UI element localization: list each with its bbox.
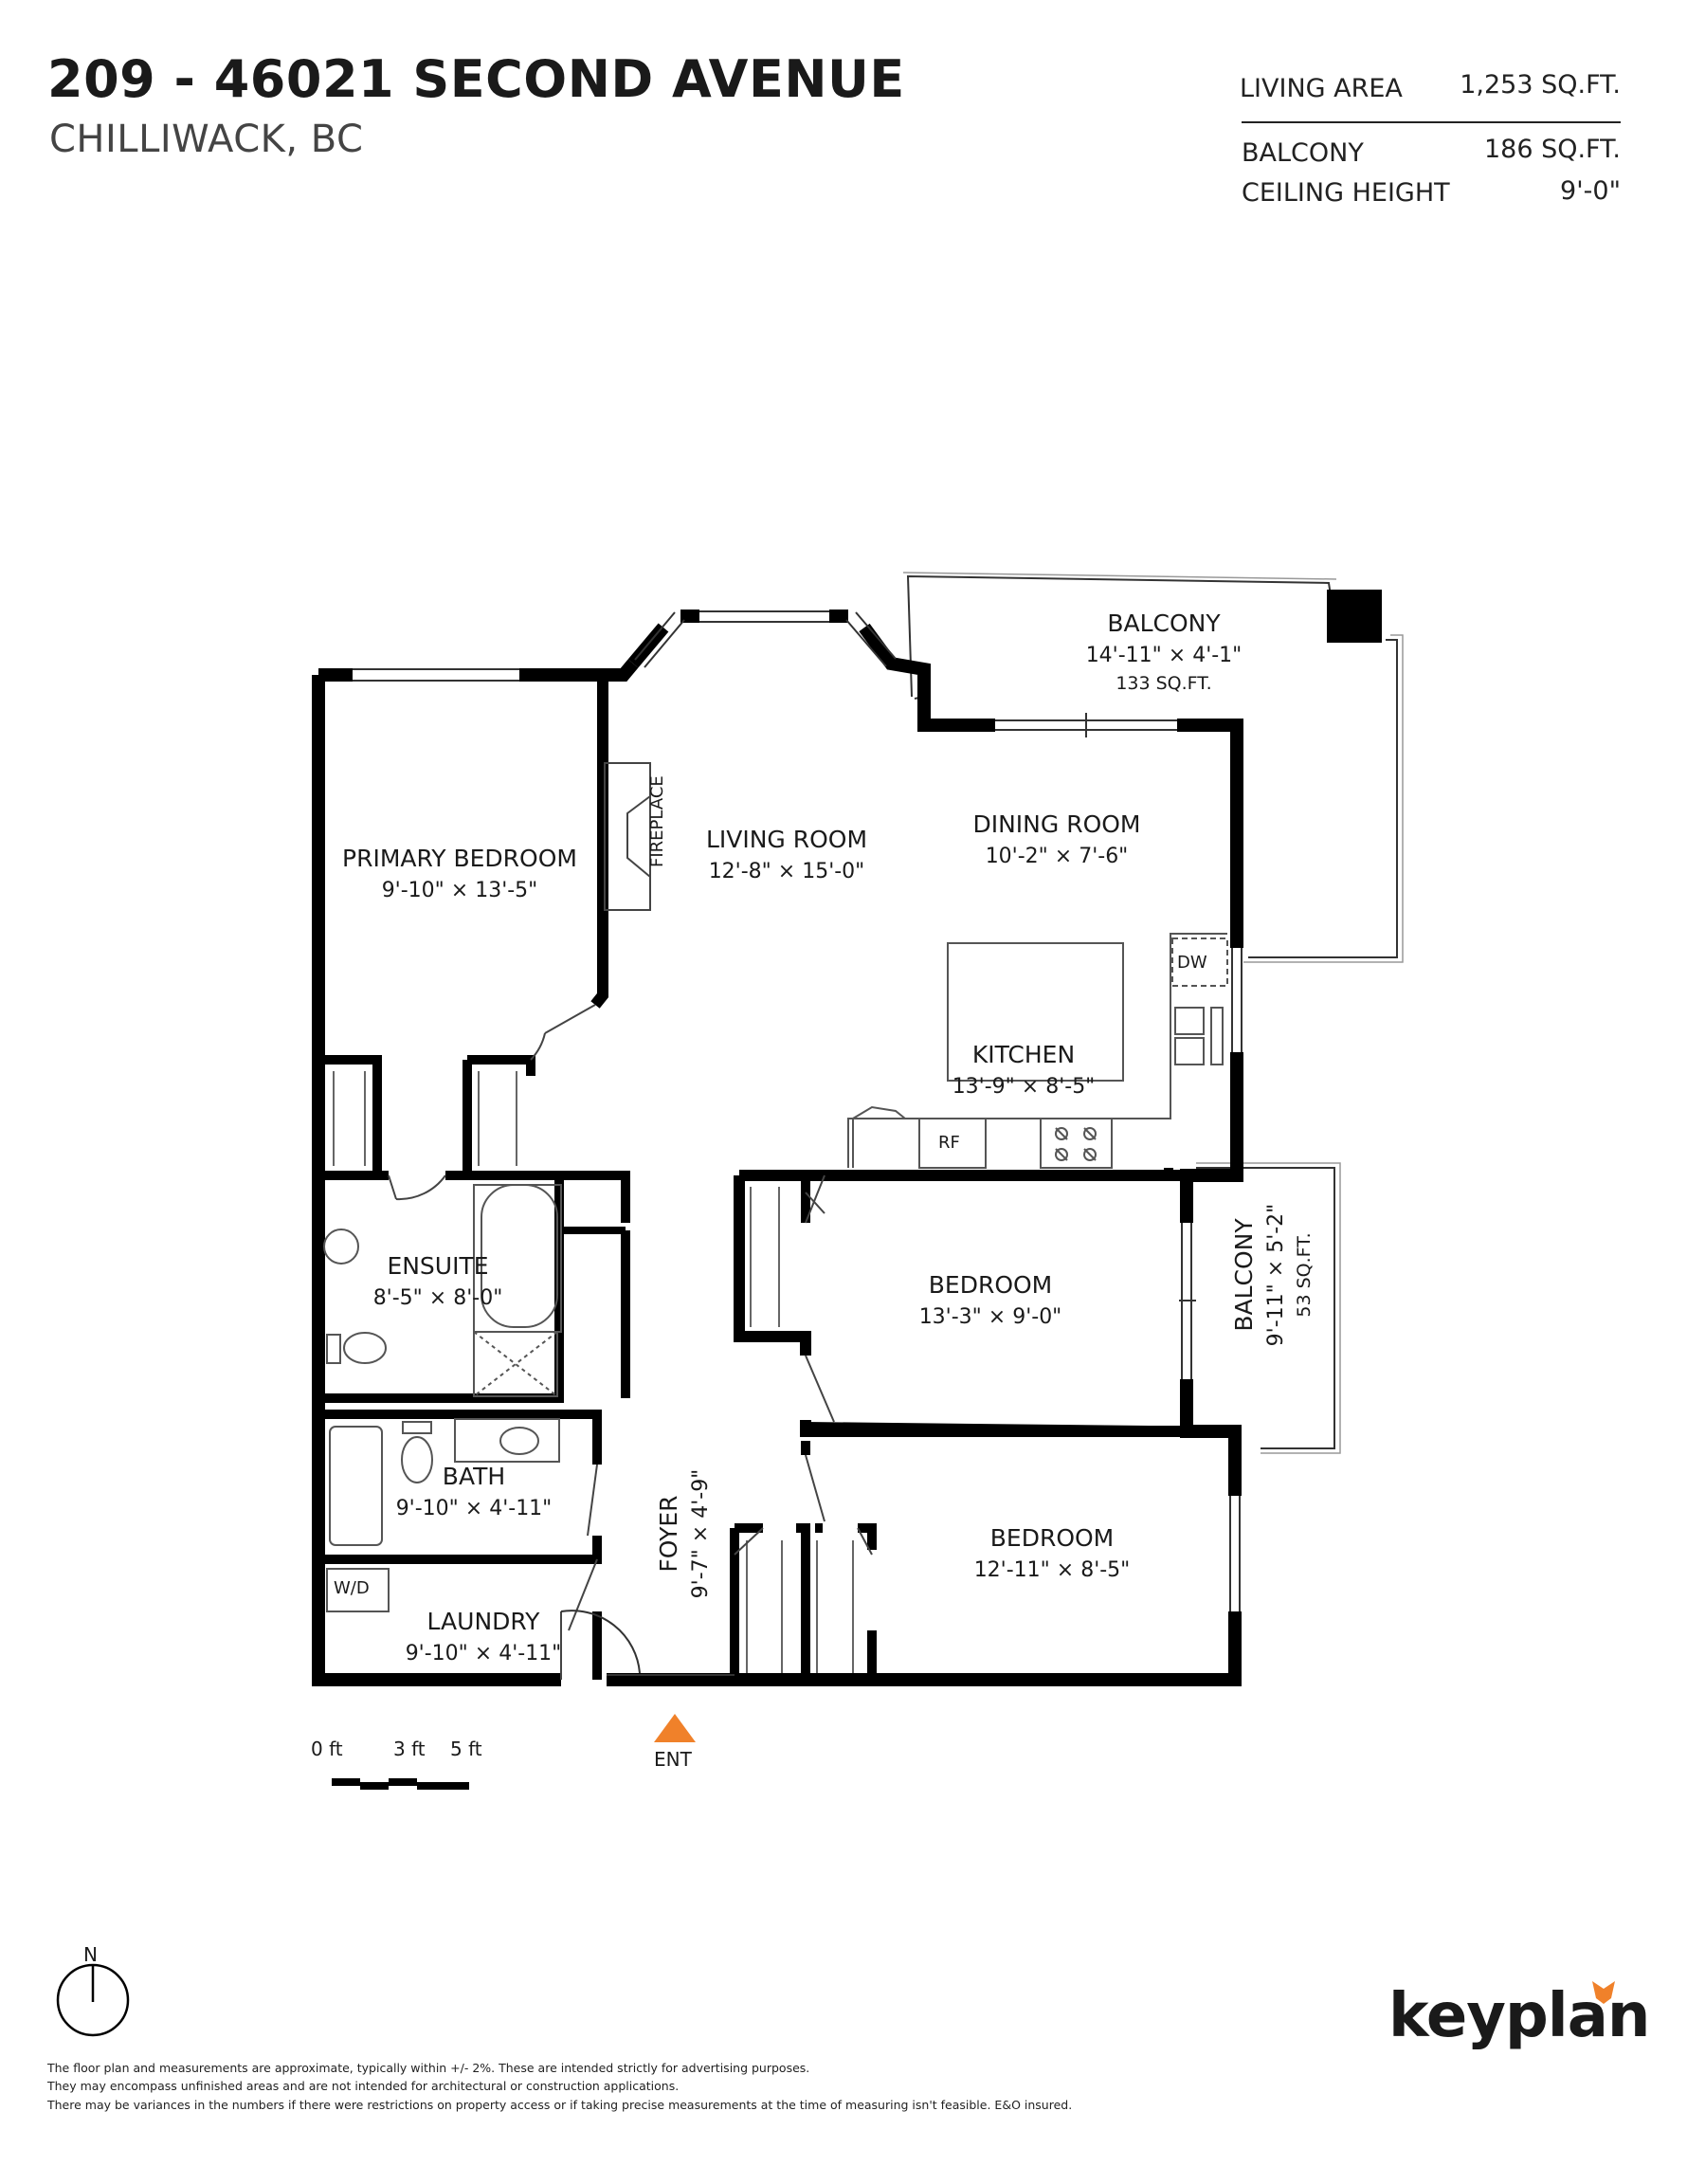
kitchen-fixtures (847, 933, 1228, 1169)
room-dining-room: DINING ROOM 10'-2" × 7'-6" (972, 810, 1141, 869)
scale-label-3: 3 ft (393, 1738, 426, 1760)
bath-fixtures (323, 1184, 562, 1612)
stat-value-living-area: 1,253 SQ.FT. (1460, 70, 1621, 100)
stats-divider (1242, 121, 1621, 123)
page-subtitle: CHILLIWACK, BC (49, 118, 364, 161)
room-balcony-north: BALCONY 14'-11" × 4'-1" 133 SQ.FT. (1085, 610, 1243, 695)
stat-label-ceiling-height: CEILING HEIGHT (1242, 178, 1450, 208)
entrance-marker (654, 1714, 696, 1742)
room-bath: BATH 9'-10" × 4'-11" (395, 1463, 553, 1521)
scale-label-0: 0 ft (311, 1738, 343, 1760)
balcony-east-outline (1196, 1162, 1341, 1454)
room-living-room: LIVING ROOM 12'-8" × 15'-0" (705, 826, 868, 884)
dishwasher-label: DW (1177, 953, 1207, 973)
stat-label-living-area: LIVING AREA (1240, 74, 1403, 103)
stat-label-balcony: BALCONY (1242, 138, 1364, 168)
fridge-label: RF (938, 1133, 960, 1153)
north-arrow-icon (56, 1963, 130, 2037)
stat-value-ceiling-height: 9'-0" (1560, 176, 1621, 206)
room-bedroom-1: BEDROOM 13'-3" × 9'-0" (918, 1271, 1062, 1330)
page-title: 209 - 46021 SECOND AVENUE (47, 49, 905, 109)
room-bedroom-2: BEDROOM 12'-11" × 8'-5" (973, 1524, 1131, 1583)
room-ensuite: ENSUITE 8'-5" × 8'-0" (372, 1252, 503, 1311)
fireplace-label: FIREPLACE (647, 775, 667, 867)
entrance-label: ENT (654, 1748, 692, 1771)
north-label: N (83, 1943, 98, 1966)
room-laundry: LAUNDRY 9'-10" × 4'-11" (405, 1608, 562, 1666)
fireplace (604, 762, 651, 911)
windows (353, 610, 1243, 1676)
brand-fox-icon (1592, 1981, 1615, 2004)
disclaimer: The floor plan and measurements are appr… (47, 2061, 1073, 2112)
brand-logo: keyplan (1388, 1981, 1650, 2051)
closet-hangers (333, 1071, 854, 1673)
balcony-column (1327, 590, 1382, 643)
room-kitchen: KITCHEN 13'-9" × 8'-5" (952, 1041, 1096, 1100)
scale-bar (332, 1778, 469, 1790)
washer-dryer-label: W/D (334, 1578, 370, 1598)
walls (312, 610, 1243, 1686)
scale-label-5: 5 ft (450, 1738, 482, 1760)
room-primary-bedroom: PRIMARY BEDROOM 9'-10" × 13'-5" (342, 845, 577, 903)
doors (388, 1004, 873, 1680)
stat-value-balcony: 186 SQ.FT. (1483, 135, 1621, 164)
